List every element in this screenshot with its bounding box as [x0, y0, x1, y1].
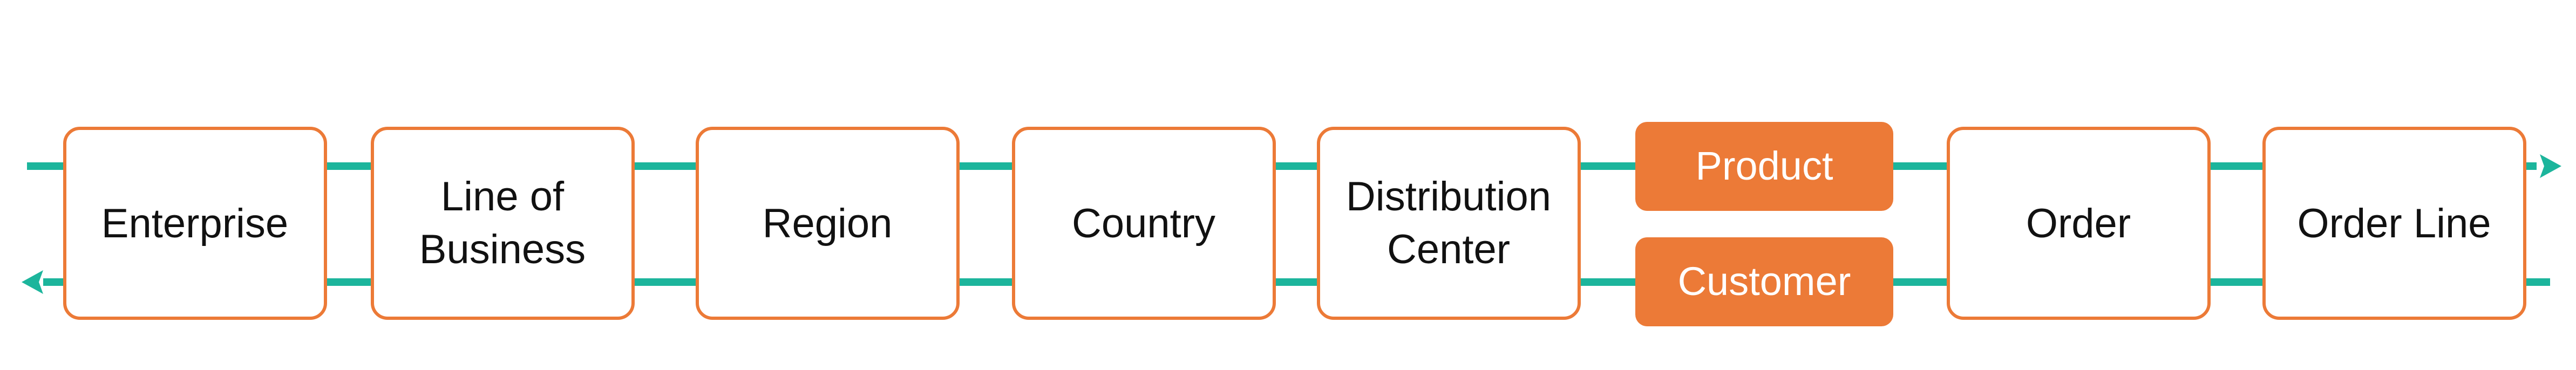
right-arrowhead-icon — [2540, 154, 2561, 178]
node-enterprise: Enterprise — [63, 127, 327, 320]
node-line-of-business-label-line-2: Business — [419, 227, 586, 272]
node-country: Country — [1012, 127, 1276, 320]
node-order-line-label: Order Line — [2297, 201, 2491, 246]
node-customer-label: Customer — [1678, 259, 1851, 304]
node-distribution-center-label-line-1: Distribution — [1346, 174, 1551, 220]
node-distribution-center: Distribution Center — [1317, 127, 1581, 320]
node-region: Region — [696, 127, 960, 320]
node-order-line: Order Line — [2262, 127, 2526, 320]
node-enterprise-label: Enterprise — [101, 201, 288, 246]
node-order: Order — [1947, 127, 2211, 320]
node-product-label: Product — [1695, 143, 1833, 188]
node-distribution-center-label-line-2: Center — [1387, 227, 1510, 272]
node-order-label: Order — [2026, 201, 2131, 246]
node-customer: Customer — [1635, 237, 1893, 326]
node-product: Product — [1635, 122, 1893, 211]
node-line-of-business: Line of Business — [371, 127, 635, 320]
node-country-label: Country — [1072, 201, 1215, 246]
left-arrowhead-icon — [22, 270, 43, 294]
node-line-of-business-label-line-1: Line of — [441, 174, 565, 220]
node-region-label: Region — [763, 201, 893, 246]
